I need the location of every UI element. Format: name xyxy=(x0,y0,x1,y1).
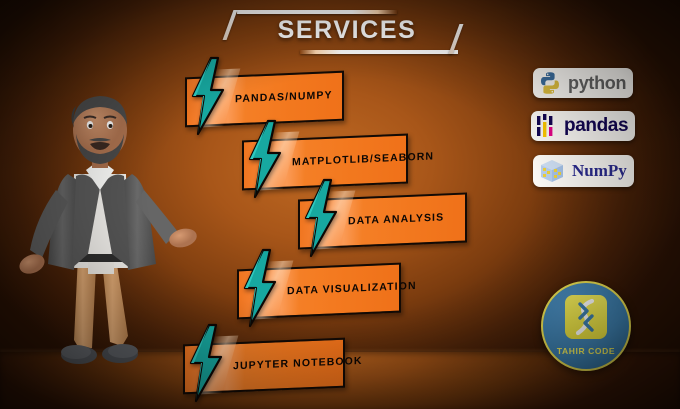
lightning-bolt-icon xyxy=(304,178,338,258)
lightning-bolt-icon xyxy=(191,56,225,136)
service-banner[interactable]: DATA ANALYSIS xyxy=(298,178,467,258)
service-banner[interactable]: PANDAS/NUMPY xyxy=(185,56,344,136)
tahir-code-badge-square xyxy=(565,295,607,339)
pandas-logo-label: pandas xyxy=(564,115,629,136)
lightning-bolt-icon xyxy=(189,323,223,403)
title-bracket-top xyxy=(237,10,397,14)
service-banner[interactable]: DATA VISUALIZATION xyxy=(237,248,417,328)
service-banner[interactable]: JUPYTER NOTEBOOK xyxy=(183,323,363,403)
numpy-logo: NumPy xyxy=(533,155,634,187)
numpy-logo-label: NumPy xyxy=(572,161,627,180)
pandas-logo: pandas xyxy=(531,111,636,141)
tahir-code-logo: TAHIR CODE xyxy=(541,281,631,371)
python-snake-icon xyxy=(541,72,559,94)
presenter-character xyxy=(10,78,200,373)
title-block: SERVICES xyxy=(222,4,472,60)
tahir-code-label: TAHIR CODE xyxy=(556,346,616,356)
lightning-bolt-icon xyxy=(248,119,282,199)
title-bracket-bottom xyxy=(300,50,458,54)
numpy-cube-icon xyxy=(541,160,563,182)
lightning-bolt-icon xyxy=(243,248,277,328)
page-title: SERVICES xyxy=(277,16,417,44)
service-banner[interactable]: MATPLOTLIB/SEABORN xyxy=(242,119,434,199)
python-logo: python xyxy=(533,68,634,98)
python-logo-label: python xyxy=(568,72,627,93)
tahir-code-s-mark xyxy=(575,298,595,336)
pandas-bars-icon xyxy=(537,114,553,137)
